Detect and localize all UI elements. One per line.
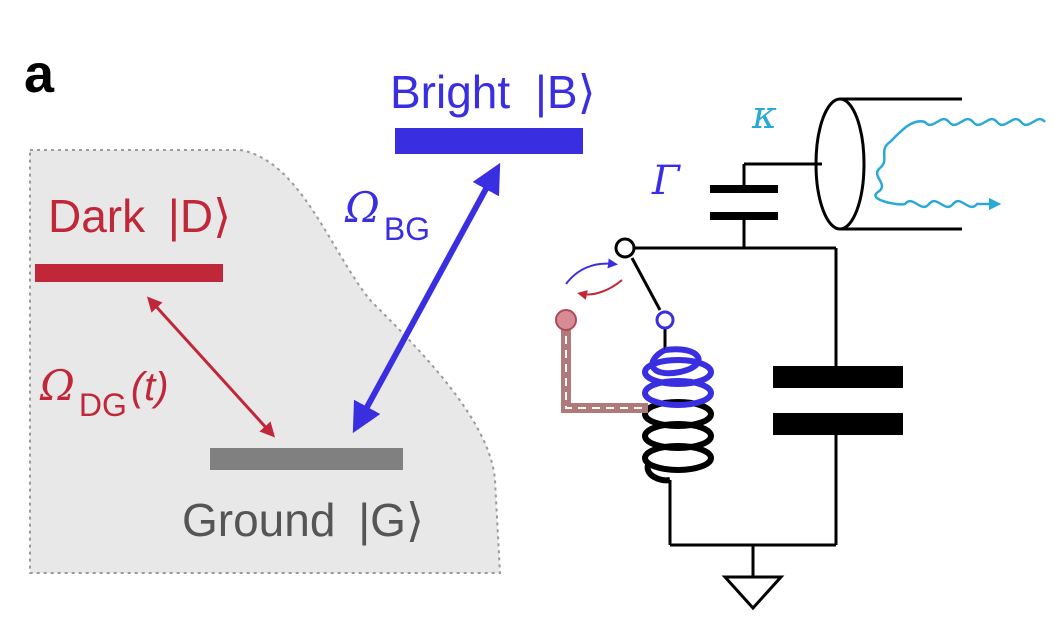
bright-level-bar (395, 128, 583, 154)
ground-symbol (721, 575, 785, 611)
omega-dg-suffix: (t) (131, 365, 169, 409)
dark-ground-coupling-arrow (146, 296, 276, 438)
dark-level-name: Dark (48, 190, 146, 242)
inductor-coil-black (642, 399, 714, 484)
omega-dg-subscript: DG (79, 387, 127, 423)
inductor-coil-blue (642, 346, 714, 408)
decay-rate-label: Γ (651, 158, 681, 204)
ground-level-label: Ground |G⟩ (182, 494, 424, 546)
coupling-capacitor-plate-bottom (710, 212, 778, 220)
switch-blue-terminal (655, 310, 675, 330)
cavity-cylinder-end (814, 97, 866, 231)
incoming-photon-wave (879, 117, 1046, 169)
tap-line (561, 322, 648, 413)
tap-line-dash (565, 322, 648, 409)
shunt-capacitor-plate-top (773, 366, 903, 388)
omega-bg-subscript: BG (384, 211, 430, 247)
shunt-capacitor-plate-bottom (773, 413, 903, 435)
switch-red-terminal (555, 309, 577, 331)
dark-level-label: Dark |D⟩ (48, 190, 231, 242)
switch-toggle-arrow-blue (565, 258, 618, 285)
panel-label: a (24, 44, 55, 104)
omega-dg-symbol: Ω (39, 361, 75, 410)
shunt-capacitor-gap (830, 388, 842, 413)
dark-level-bar (35, 264, 223, 282)
cavity-rate-label: κ (751, 93, 777, 137)
dark-level-ket: |D⟩ (168, 190, 231, 242)
cavity-cylinder (814, 97, 962, 231)
outgoing-photon-wave (874, 167, 1002, 211)
bright-ground-coupling-arrow (352, 162, 501, 434)
omega-bg-label: Ω BG (344, 183, 430, 247)
coupling-capacitor-plate-top (710, 185, 778, 193)
ground-level-bar (210, 448, 403, 470)
bright-level-label: Bright |B⟩ (390, 66, 596, 118)
switch-toggle-arrow-red (577, 279, 623, 300)
ground-level-name: Ground (182, 494, 335, 546)
switch-arm (630, 257, 662, 311)
circuit (630, 162, 838, 611)
switch-pivot-terminal (614, 237, 636, 259)
omega-bg-symbol: Ω (344, 183, 380, 232)
bright-level-ket: |B⟩ (535, 66, 596, 118)
ground-level-ket: |G⟩ (358, 494, 424, 546)
omega-dg-label: Ω DG (t) (39, 361, 169, 423)
bright-level-name: Bright (390, 66, 510, 118)
